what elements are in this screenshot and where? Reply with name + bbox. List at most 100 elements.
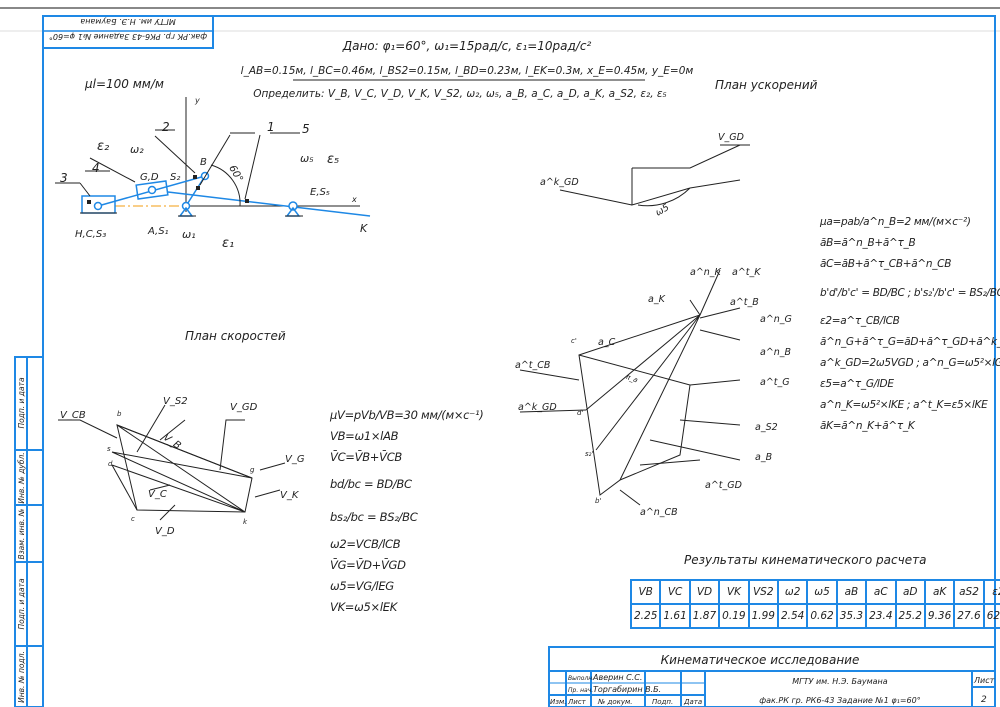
diagram-label: b — [117, 410, 122, 418]
diagram-label: k — [243, 518, 248, 526]
diagram-label: a^t_B — [730, 297, 759, 308]
diagram-label: 2 — [162, 120, 170, 134]
side-label: Подп. и дата — [17, 578, 26, 629]
formula: ā^n_G+ā^τ_G=āD+ā^τ_GD+ā^k_GD — [820, 336, 1000, 348]
formula: āB=ā^n_B+ā^τ_B — [820, 237, 916, 249]
organization: МГТУ им. Н.Э. Баумана — [792, 677, 888, 686]
results-value-cell: 0.62 — [806, 603, 838, 629]
formula: μa=pab/a^n_B=2 мм/(м×с⁻²) — [820, 216, 971, 228]
results-value-cell: 23.4 — [865, 603, 897, 629]
link-lengths: l_AB=0.15м, l_BC=0.46м, l_BS2=0.15м, l_B… — [241, 65, 694, 77]
col-label: Дата — [683, 698, 702, 706]
results-value-cell: 25.2 — [894, 603, 926, 629]
formula: μV=pVb/VB=30 мм/(м×с⁻¹) — [330, 408, 484, 422]
side-label: Взам. инв. № — [17, 508, 26, 559]
results-header-cell: ω5 — [806, 579, 838, 605]
results-header-cell: VB — [629, 579, 662, 605]
acceleration-plan: План ускорений V_GD a^k_GD ω5 a^n_K a^t_… — [515, 78, 818, 518]
formula: bs₂/bc = BS₂/BC — [330, 510, 418, 524]
results-header-cell: aC — [865, 579, 897, 605]
drawing-title: Кинематическое исследование — [661, 653, 860, 667]
formula: V̄C=V̄B+V̄CB — [330, 450, 403, 464]
formula: āC=āB+ā^τ_CB+ā^n_CB — [820, 258, 952, 270]
side-strip — [14, 356, 44, 707]
col-label: Подп. — [652, 698, 673, 706]
results-header-cell: VS2 — [747, 579, 779, 605]
diagram-label: d' — [577, 409, 583, 417]
diagram-label: K — [360, 222, 368, 235]
diagram-label: b' — [595, 497, 601, 505]
formula: VB=ω1×lAB — [330, 429, 399, 443]
results-header-cell: ω2 — [776, 579, 809, 605]
diagram-label: V_S2 — [163, 396, 188, 407]
stamp-box — [42, 15, 214, 49]
diagram-label: V_K — [280, 490, 300, 501]
determine-list: Определить: V_B, V_C, V_D, V_K, V_S2, ω₂… — [253, 88, 667, 100]
results-header-cell: VK — [718, 579, 750, 605]
results-table: VBVCVDVKVS2ω2ω5aBaCaDaKaS2ε2ε5 2.251.611… — [629, 579, 1000, 629]
formula: V̄G=V̄D+V̄GD — [330, 558, 406, 572]
results-value-cell: 0.19 — [718, 603, 750, 629]
diagram-label: 5 — [302, 122, 310, 136]
diagram-label: π_a — [625, 373, 639, 385]
results-value-cell: 1.61 — [659, 603, 691, 629]
diagram-label: ε₂ — [97, 139, 109, 154]
results-value-cell: 62.7 — [982, 603, 1000, 629]
diagram-label: G,D — [140, 172, 159, 183]
diagram-label: a^k_GD — [540, 177, 579, 188]
title-block-frame — [548, 646, 996, 707]
diagram-label: c' — [571, 337, 577, 345]
side-label: Инв. № дубл. — [17, 452, 26, 503]
role-label: Выполн. — [568, 675, 594, 682]
diagram-label: E,S₅ — [310, 187, 330, 198]
diagram-label: x — [351, 195, 357, 204]
diagram-label: ω₂ — [130, 143, 144, 156]
formula: a^n_K=ω5²×lKE ; a^t_K=ε5×lKE — [820, 399, 988, 411]
diagram-label: S₂ — [170, 172, 180, 183]
diagram-label: H,C,S₃ — [75, 229, 106, 240]
author-name: Аверин С.С. — [592, 673, 642, 682]
formula: VK=ω5×lEK — [330, 600, 397, 614]
diagram-label: ω₁ — [182, 228, 196, 241]
stamp-line1: фак.РК гр. РК6-43 Задание №1 φ=60° — [49, 32, 207, 41]
diagram-label: a^k_GD — [518, 402, 557, 413]
group-info: фак.РК гр. РК6-43 Задание №1 φ₁=60° — [759, 696, 920, 705]
diagram-label: y — [194, 96, 200, 105]
results-header-cell: aS2 — [953, 579, 985, 605]
sheet-number: 2 — [981, 695, 987, 705]
results-header-cell: aB — [835, 579, 868, 605]
given-data: Дано: φ₁=60°, ω₁=15рад/с, ε₁=10рад/с² — [342, 39, 592, 53]
results-title: Результаты кинематического расчета — [684, 553, 927, 567]
diagram-label: V_GD — [230, 402, 258, 413]
col-label: Лист — [567, 698, 587, 706]
diagram-label: a^n_K — [690, 267, 722, 278]
diagram-label: a_B — [755, 452, 772, 463]
results-value-cell: 9.36 — [923, 603, 956, 629]
sheet-label: Лист — [973, 676, 995, 685]
length-scale: μl=100 мм/м — [84, 77, 164, 91]
diagram-label: a^t_G — [760, 377, 790, 388]
diagram-label: a^n_CB — [640, 507, 678, 518]
results-value-cell: 1.99 — [747, 603, 779, 629]
diagram-label: c — [131, 515, 135, 523]
results-value-cell: 27.6 — [953, 603, 985, 629]
diagram-label: a^t_K — [732, 267, 761, 278]
formula: ω2=VCB/lCB — [330, 537, 401, 551]
diagram-label: ε₅ — [327, 152, 339, 167]
diagram-label: a_C — [598, 337, 616, 348]
diagram-label: a^n_G — [760, 314, 792, 325]
diagram-label: V_D — [155, 526, 175, 537]
diagram-label: 3 — [60, 171, 68, 185]
results-header-cell: VC — [659, 579, 691, 605]
diagram-label: План ускорений — [715, 78, 818, 92]
formula: b'd'/b'c' = BD/BC ; b's₂'/b'c' = BS₂/BC — [820, 287, 1000, 299]
formula: bd/bc = BD/BC — [330, 477, 412, 491]
diagram-label: a_K — [648, 294, 666, 305]
diagram-label: s₂' — [585, 450, 593, 458]
col-label: Изм. — [550, 698, 566, 706]
results-value-cell: 1.87 — [688, 603, 721, 629]
results-header-cell: VD — [688, 579, 721, 605]
diagram-label: План скоростей — [185, 329, 286, 343]
